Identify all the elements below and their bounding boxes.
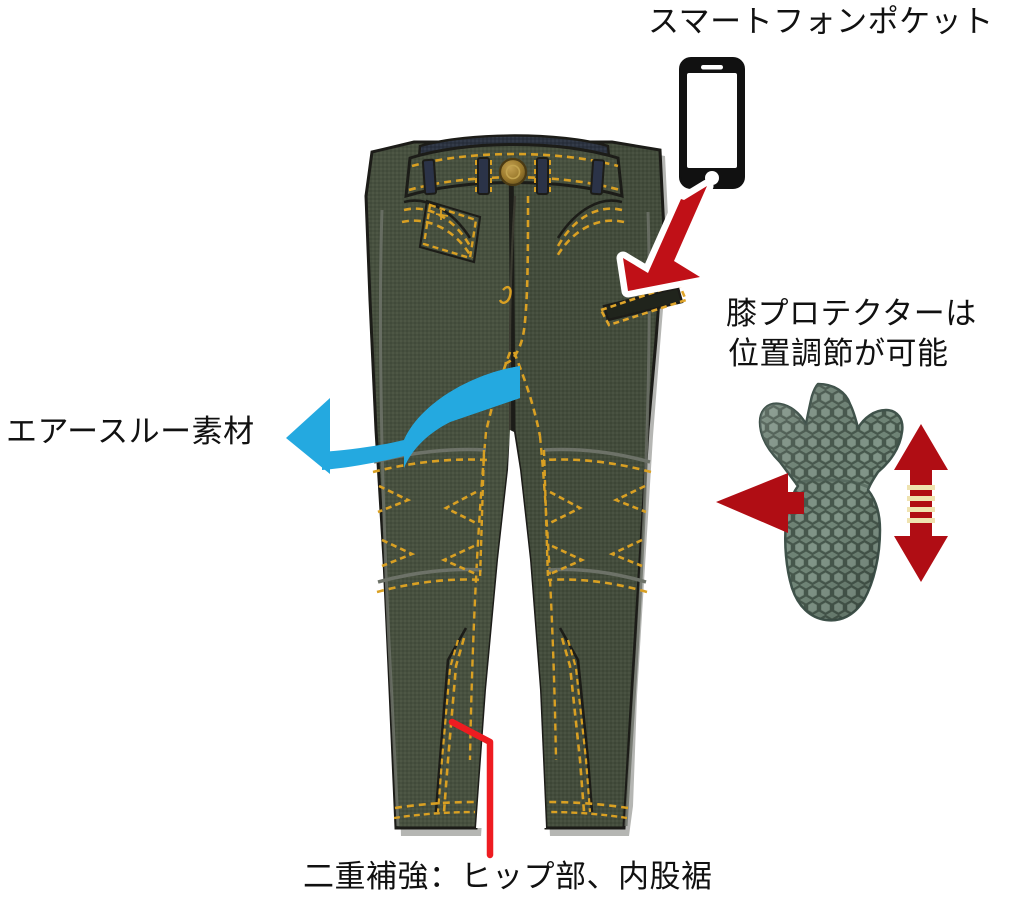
right-hem-stitch-2 bbox=[547, 810, 628, 820]
right-hem-stitch bbox=[548, 800, 629, 810]
left-front-pocket-opening bbox=[403, 199, 472, 239]
fly-bartack bbox=[498, 285, 512, 304]
left-hem-stitch bbox=[394, 800, 475, 810]
cyan-airflow-arrow-icon bbox=[286, 366, 520, 474]
label-smartphone-pocket: スマートフォンポケット bbox=[648, 4, 994, 39]
inseam-right bbox=[538, 435, 558, 761]
left-front-pocket-stitch-2 bbox=[401, 219, 474, 259]
right-front-pocket-stitch-2 bbox=[554, 219, 625, 259]
left-hem-stitch-2 bbox=[393, 810, 476, 820]
knee-protector-icon bbox=[758, 382, 904, 622]
left-coin-pocket-outline bbox=[418, 199, 482, 264]
right-knee-panel bbox=[542, 447, 652, 594]
pants-illustration bbox=[364, 134, 688, 836]
red-arrow-down-left-icon bbox=[616, 179, 714, 298]
left-coin-pocket-mark bbox=[435, 210, 449, 220]
left-coin-pocket bbox=[422, 203, 478, 260]
inseam-left bbox=[468, 431, 488, 761]
inner-thigh-reinforcement-left bbox=[434, 627, 468, 813]
label-knee-protector-line1: 膝プロテクターは bbox=[726, 296, 977, 331]
right-front-pocket-stitch-1 bbox=[556, 207, 623, 247]
left-side-seam bbox=[378, 209, 400, 827]
red-arrow-left-icon bbox=[716, 473, 804, 533]
red-double-arrow-vertical-icon bbox=[894, 424, 948, 582]
inner-thigh-reinforcement-right bbox=[558, 627, 594, 813]
label-air-through-material: エアースルー素材 bbox=[6, 414, 255, 449]
label-double-reinforcement: 二重補強：ヒップ部、内股裾 bbox=[303, 859, 713, 894]
inner-leg-gap bbox=[476, 430, 546, 828]
left-knee-panel bbox=[372, 447, 488, 594]
smartphone-icon bbox=[679, 57, 745, 189]
fly-stitch bbox=[508, 195, 517, 430]
label-knee-protector-line2: 位置調節が可能 bbox=[728, 336, 949, 371]
belt-loops bbox=[421, 157, 606, 196]
red-leader-line-icon bbox=[448, 718, 494, 859]
right-front-pocket-opening bbox=[556, 199, 623, 239]
waist-button bbox=[498, 157, 528, 187]
fly-curve-stitch bbox=[499, 195, 530, 365]
